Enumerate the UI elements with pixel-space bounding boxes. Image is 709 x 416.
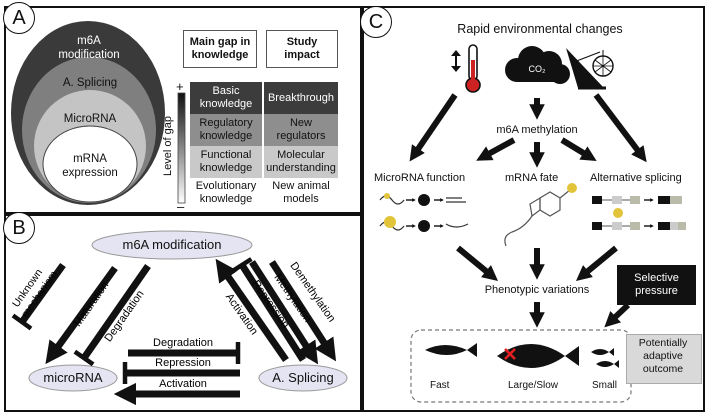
label-activation-bottom: Activation bbox=[159, 378, 207, 390]
node-m6a bbox=[91, 230, 253, 260]
label-repression-bottom: Repression bbox=[155, 357, 211, 369]
arrow-env-right bbox=[593, 93, 647, 163]
header-study-impact: Study impact bbox=[266, 30, 338, 68]
oval-label-mrna: mRNA expression bbox=[62, 153, 118, 179]
arrow-activation-right bbox=[215, 258, 289, 362]
gap-cell-evolutionary: Evolutionary knowledge bbox=[190, 178, 262, 208]
fish-label-fast: Fast bbox=[430, 380, 450, 391]
oval-mrna bbox=[42, 125, 138, 203]
arrow-degradation bbox=[73, 264, 151, 367]
gap-axis-plus: + bbox=[176, 79, 184, 94]
gap-cell-functional: Functional knowledge bbox=[190, 146, 262, 178]
node-label-splicing: A. Splicing bbox=[272, 370, 334, 385]
impact-cell-breakthrough: Breakthrough bbox=[264, 82, 338, 114]
label-microrna-function: MicroRNA function bbox=[374, 172, 466, 184]
label-phenotypic: Phenotypic variations bbox=[484, 284, 590, 296]
thermometer-icon bbox=[451, 44, 481, 93]
arrow-unknown bbox=[11, 262, 66, 331]
oval-label-microrna: MicroRNA bbox=[63, 113, 117, 125]
gap-axis-minus: – bbox=[177, 199, 185, 214]
label-m6a-methylation: m6A methylation bbox=[496, 124, 578, 136]
oval-label-m6a: m6A modification bbox=[58, 35, 120, 61]
selective-pressure-label: Selective pressure bbox=[634, 272, 679, 297]
gap-cell-regulatory: Regulatory knowledge bbox=[190, 114, 262, 146]
molecule-sketch bbox=[504, 183, 577, 247]
arrow-demethylation bbox=[269, 260, 337, 362]
splicing-sketch bbox=[592, 196, 686, 230]
impact-cell-molecular: Molecular understanding bbox=[264, 146, 338, 178]
impact-cell-regulators: New regulators bbox=[264, 114, 338, 146]
outcome-label: Potentially adaptive outcome bbox=[638, 337, 688, 375]
fish-label-large: Large/Slow bbox=[508, 380, 559, 391]
label-mrna-fate: mRNA fate bbox=[505, 172, 559, 184]
gap-cell-basic: Basic knowledge bbox=[190, 82, 262, 114]
arrow-env-left bbox=[409, 93, 458, 162]
cloud-co2-icon bbox=[505, 46, 570, 84]
fish-fast-icon bbox=[425, 343, 477, 357]
badge-a: A bbox=[3, 2, 35, 34]
label-alternative-splicing: Alternative splicing bbox=[590, 172, 682, 184]
arrow-splicing-pheno bbox=[575, 245, 618, 281]
outcome-label-box bbox=[626, 334, 702, 384]
x-mark-icon bbox=[504, 348, 516, 360]
arrow-methylation bbox=[249, 260, 319, 365]
arrow-mirna-pheno bbox=[456, 245, 499, 281]
arrow-meth-right bbox=[560, 137, 597, 162]
label-degradation-bottom: Degradation bbox=[153, 337, 213, 349]
c-title: Rapid environmental changes bbox=[457, 22, 623, 36]
gap-gradient-bar bbox=[177, 92, 186, 204]
arrow-meth-left bbox=[476, 137, 516, 161]
selective-pressure-box bbox=[617, 265, 696, 305]
node-label-m6a: m6A modification bbox=[122, 237, 222, 252]
fish-small-icon bbox=[591, 348, 619, 368]
arrow-maturation bbox=[45, 265, 118, 365]
co2-label: CO₂ bbox=[529, 64, 547, 74]
fishing-net-icon bbox=[566, 48, 614, 90]
badge-b: B bbox=[3, 212, 35, 244]
arrow-selective-outcome bbox=[604, 302, 631, 328]
impact-cell-animal-models: New animal models bbox=[264, 178, 338, 208]
microrna-sketch bbox=[379, 193, 469, 232]
header-main-gap: Main gap in knowledge bbox=[183, 30, 257, 68]
oval-label-splicing: A. Splicing bbox=[62, 77, 118, 89]
arrow-repression-right bbox=[231, 257, 306, 362]
node-splicing bbox=[258, 364, 348, 392]
node-label-microrna: microRNA bbox=[43, 370, 103, 385]
fish-label-small: Small bbox=[592, 380, 618, 391]
badge-c: C bbox=[360, 6, 392, 38]
node-microrna bbox=[28, 364, 118, 392]
